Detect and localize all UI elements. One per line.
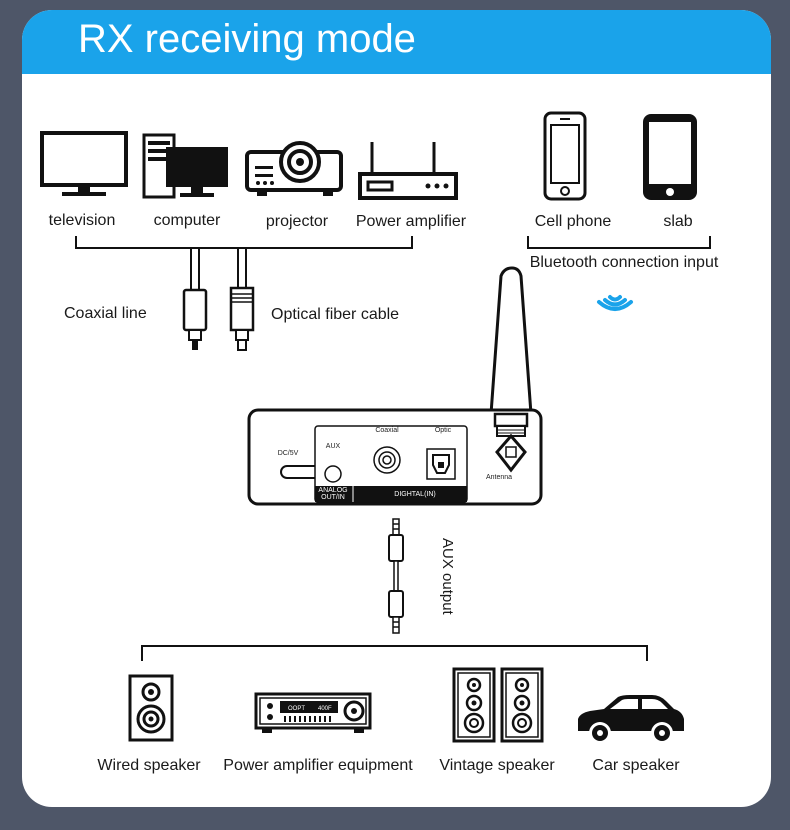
aux-output-label: AUX output [439,538,456,615]
output-label-amplifier-equipment: Power amplifier equipment [223,757,413,774]
amplifier-equipment-icon: OOPT 400F [254,692,372,733]
computer-icon [142,133,228,199]
source-label-projector: projector [265,213,329,230]
coaxial-cable-icon [182,247,208,350]
bluetooth-caption: Bluetooth connection input [529,254,719,271]
source-label-power-amplifier: Power amplifier [355,213,467,230]
analog-sub-label: OUT/IN [321,494,345,501]
receiver-device [247,266,543,506]
source-label-cell-phone: Cell phone [534,213,612,230]
power-amplifier-icon [358,142,458,200]
vintage-speaker-icon [452,667,544,743]
dc-port-label: DC/5V [277,450,299,457]
outputs-bracket [141,645,648,661]
digital-label: DIGHTAL(IN) [394,491,436,498]
analog-label: ANALOG [318,487,348,494]
diagram-card: RX receiving mode television com [22,10,771,807]
cell-phone-icon [543,111,587,201]
coaxial-line-label: Coaxial line [64,305,147,322]
output-label-vintage-speaker: Vintage speaker [439,757,555,774]
svg-text:400F: 400F [318,706,332,712]
output-label-wired-speaker: Wired speaker [97,757,201,774]
source-label-television: television [48,212,116,229]
output-label-car-speaker: Car speaker [592,757,680,774]
optical-cable-icon [229,247,255,351]
antenna-label: Antenna [485,474,513,481]
car-icon [578,695,684,744]
svg-text:OOPT: OOPT [288,706,305,712]
source-label-computer: computer [153,212,221,229]
page-title: RX receiving mode [78,17,416,61]
optical-cable-label: Optical fiber cable [271,306,400,323]
source-label-tablet: slab [663,213,693,230]
title-banner: RX receiving mode [22,10,771,74]
wired-speaker-icon [128,674,174,742]
tablet-icon [643,114,697,200]
projector-icon [245,141,343,196]
coaxial-port-label: Coaxial [375,427,399,434]
optic-port-label: Optic [434,427,452,434]
television-icon [40,131,128,196]
aux-cable-icon [388,518,404,634]
wireless-signal-icon [597,295,633,311]
aux-port-label: AUX [325,443,341,450]
